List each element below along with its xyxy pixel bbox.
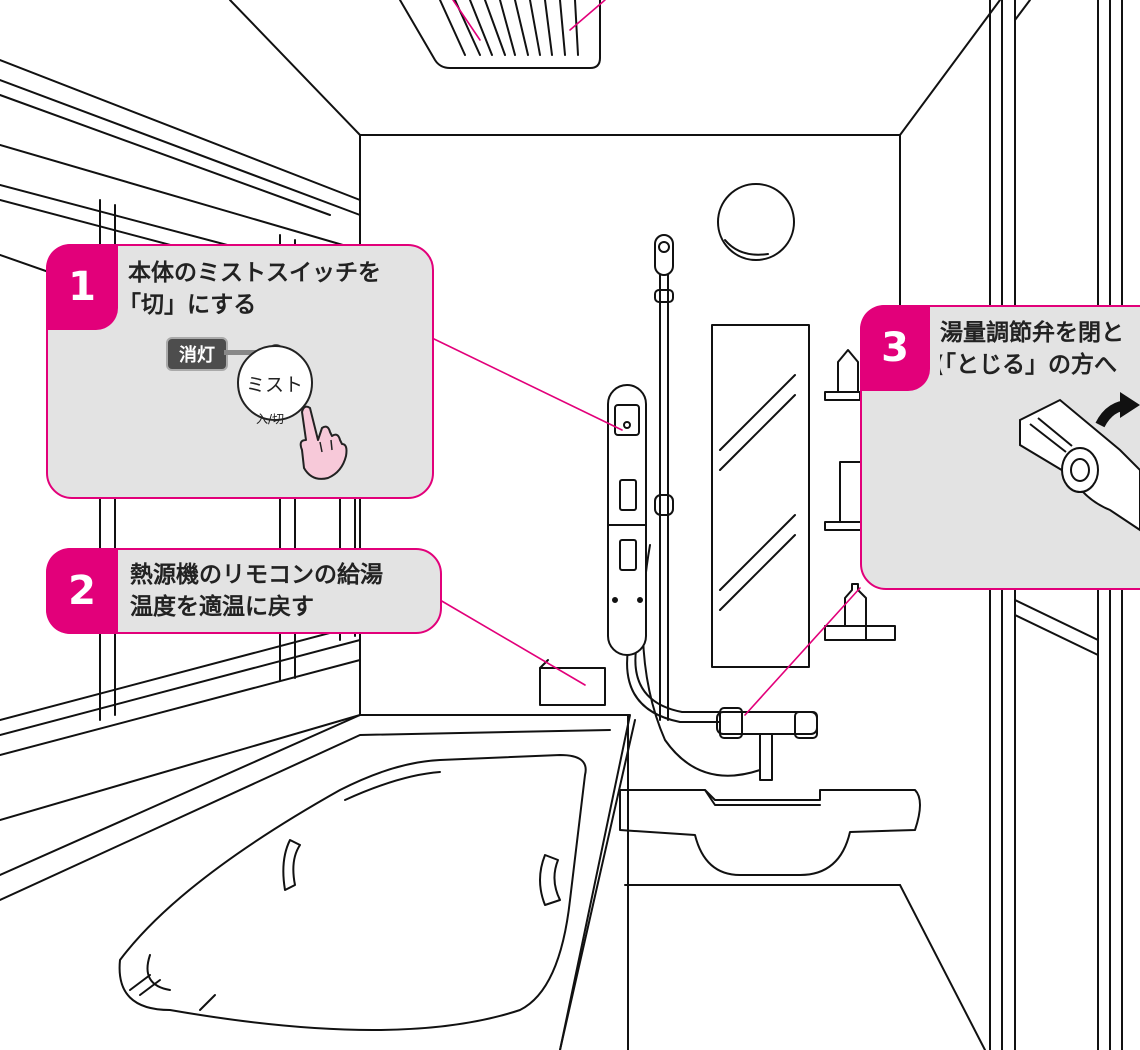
leader-lines: [431, 0, 861, 716]
step-3-text-clip: 湯量調節弁を閉と (「とじる」の方へ: [940, 318, 1140, 398]
step-2-number: 2: [46, 548, 118, 634]
indicator-connector: [224, 350, 270, 355]
step-1-line1: 本体のミストスイッチを: [128, 260, 381, 286]
mist-button-label: ミスト: [246, 374, 304, 396]
mist-unit: [607, 384, 647, 656]
counter: [619, 789, 986, 1050]
ceiling-light: [717, 183, 795, 261]
valve-closeup: [1019, 392, 1140, 532]
step-3-line2: (「とじる」の方へ: [940, 352, 1118, 378]
remote-box: [539, 659, 606, 706]
valve-rotate-arrow-icon: [1095, 392, 1140, 428]
step-2-line2: 温度を適温に戻す: [130, 594, 314, 620]
mirror: [711, 324, 810, 668]
mist-button[interactable]: [237, 345, 313, 421]
pointing-hand-icon: [299, 405, 348, 480]
light-off-label: 消灯: [166, 337, 228, 371]
bathtub: [0, 714, 636, 1050]
mist-button-caption: 入/切: [256, 412, 285, 426]
faucet: [716, 707, 818, 781]
step-1-line2: 「切」にする: [118, 292, 257, 318]
ceiling-vent: [399, 0, 601, 69]
step-1-number: 1: [46, 244, 118, 330]
step-3-number: 3: [860, 305, 930, 391]
step-3-line1: 湯量調節弁を閉と: [940, 320, 1124, 346]
step-2-line1: 熱源機のリモコンの給湯: [130, 562, 383, 588]
